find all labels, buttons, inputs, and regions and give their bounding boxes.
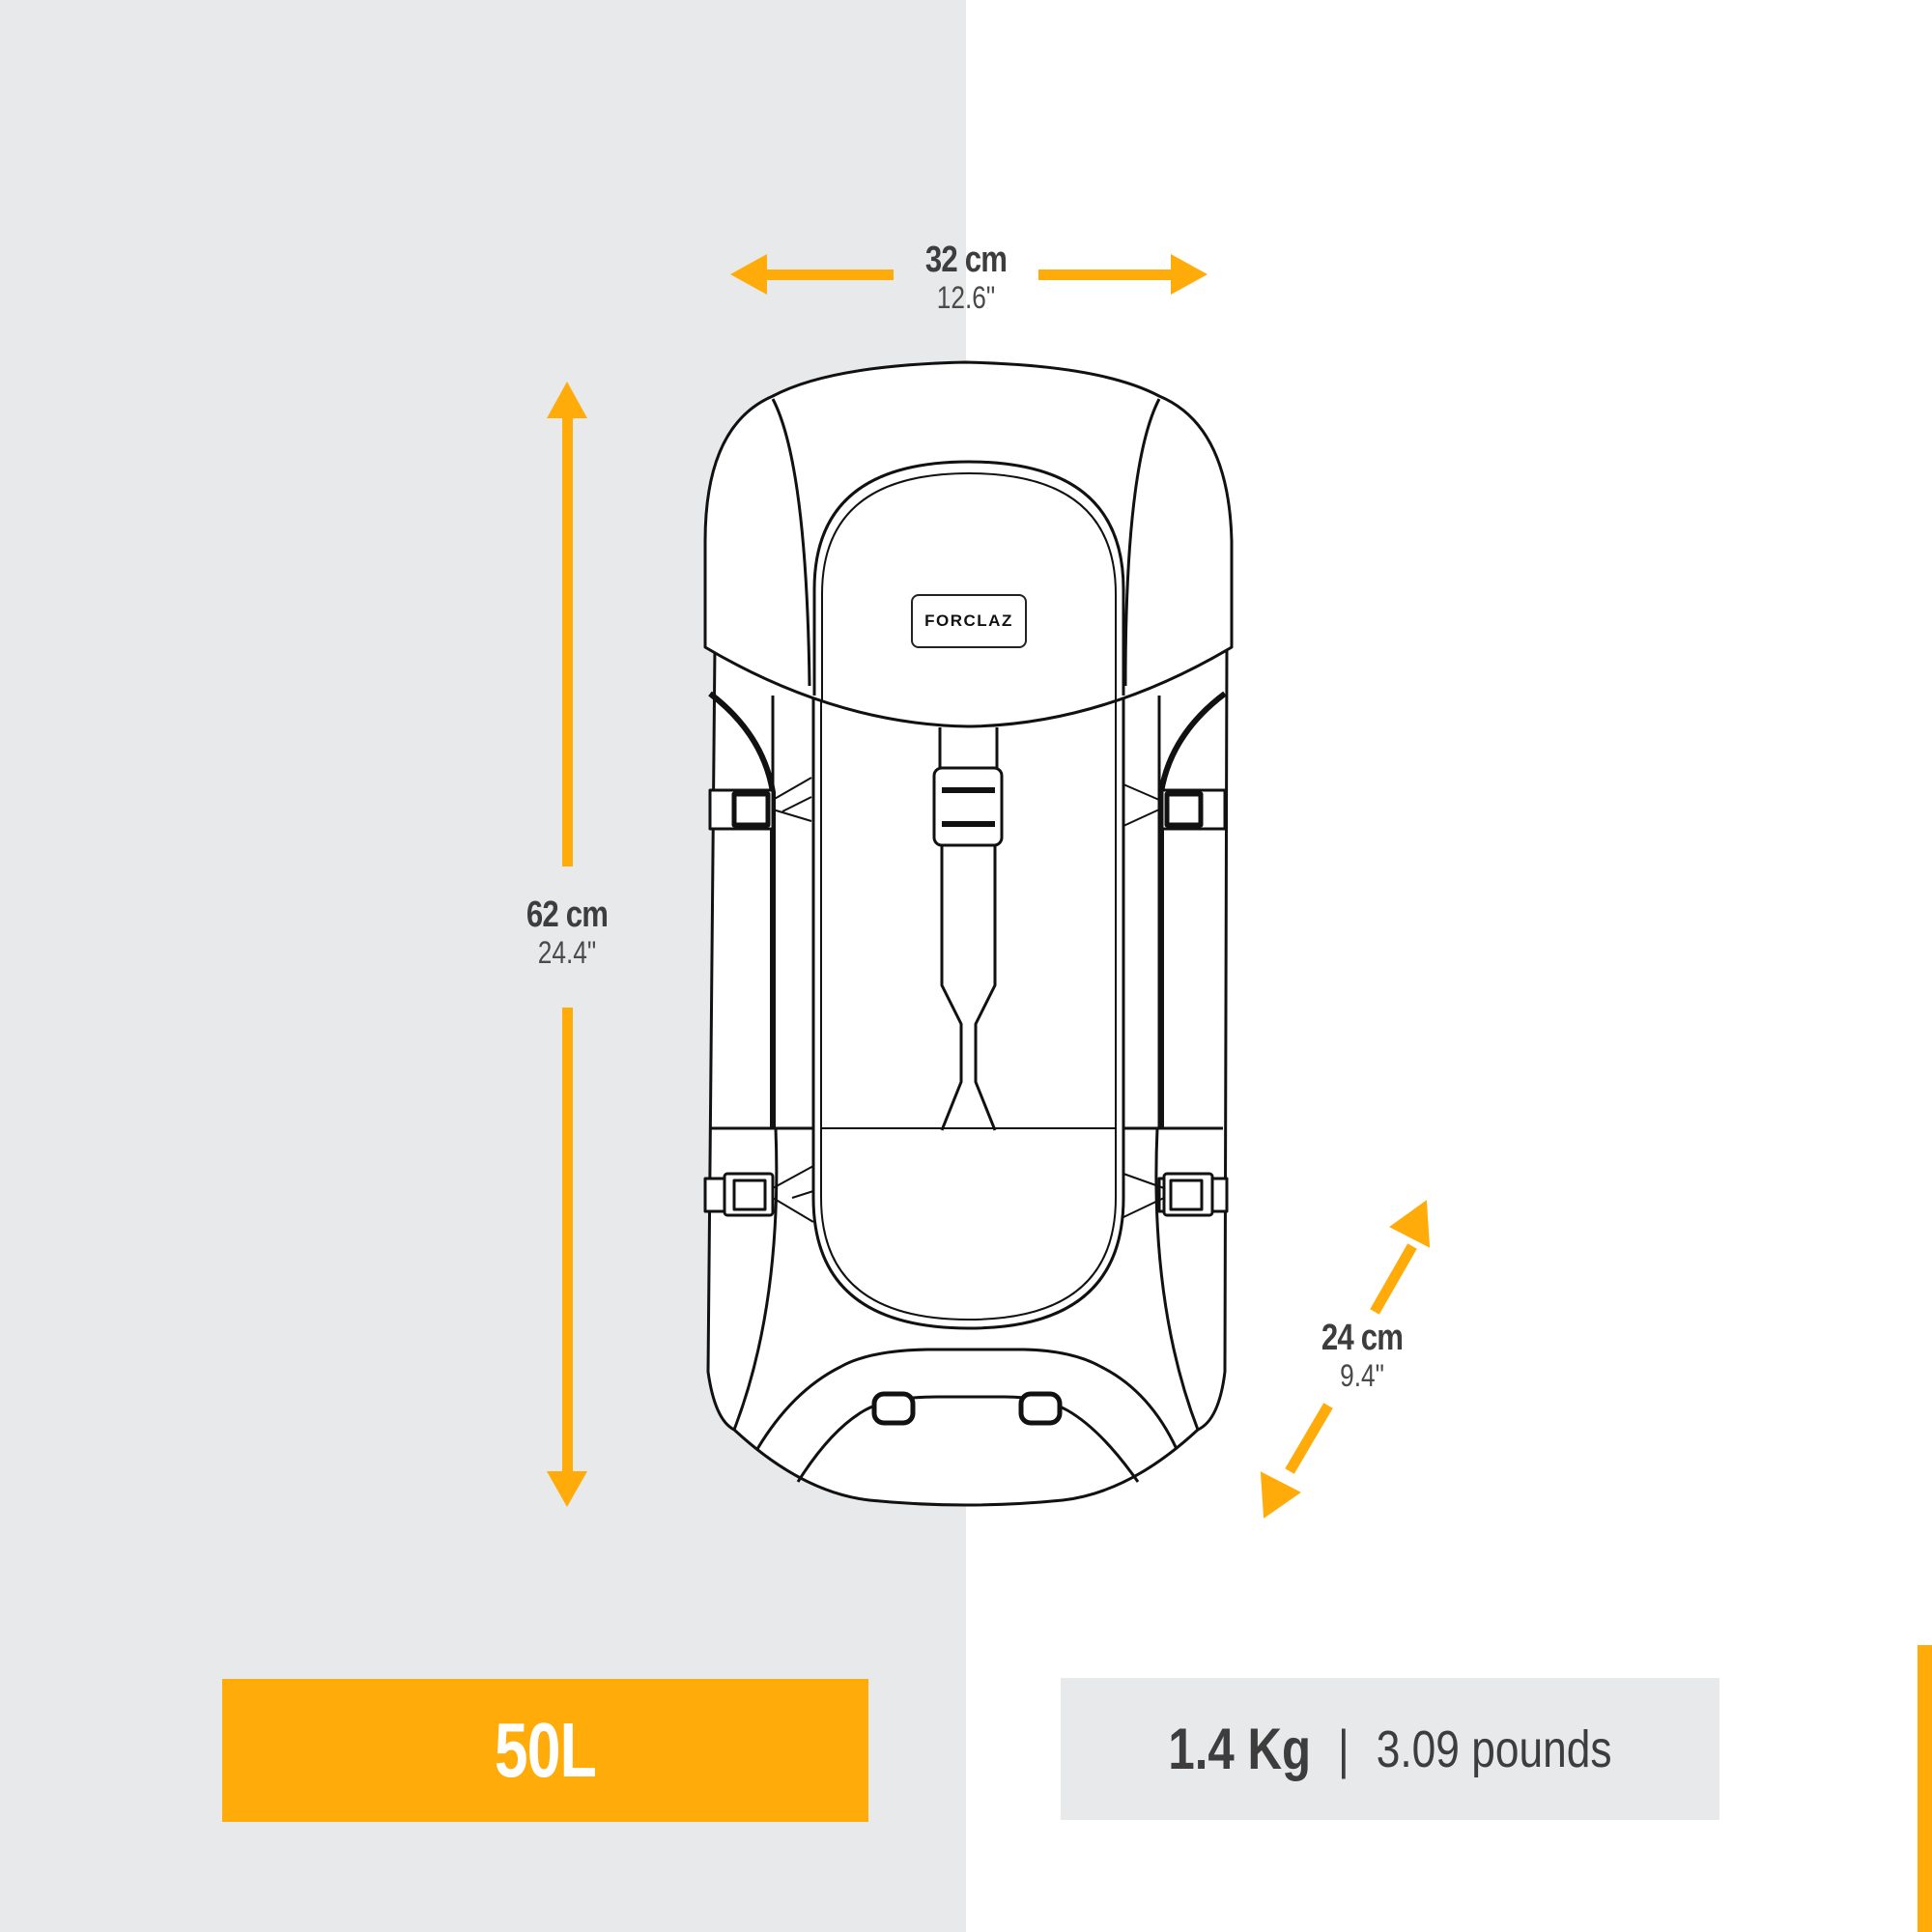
width-arrow-icon [730, 254, 1208, 295]
depth-imperial: 9.4" [1340, 1358, 1384, 1393]
accent-edge-strip [1918, 1645, 1932, 1932]
weight-separator: | [1337, 1719, 1350, 1779]
width-dimension-label: 32 cm 12.6" [869, 242, 1063, 313]
brand-logo-tag: FORCLAZ [911, 594, 1027, 648]
depth-dimension-label: 24 cm 9.4" [1265, 1320, 1459, 1391]
depth-arrow-icon [1260, 1200, 1431, 1519]
capacity-value: 50L [494, 1707, 597, 1793]
brand-label: FORCLAZ [924, 611, 1013, 630]
weight-badge: 1.4 Kg | 3.09 pounds [1061, 1678, 1719, 1820]
weight-imperial: 3.09 pounds [1376, 1719, 1612, 1778]
depth-metric: 24 cm [1321, 1318, 1404, 1358]
weight-metric: 1.4 Kg [1168, 1717, 1312, 1781]
height-dimension-label: 62 cm 24.4" [470, 896, 664, 968]
height-imperial: 24.4" [537, 935, 597, 970]
width-imperial: 12.6" [936, 280, 996, 315]
width-metric: 32 cm [924, 240, 1008, 280]
backpack-outline [703, 360, 1234, 1507]
height-arrow-icon [547, 382, 587, 1507]
capacity-badge: 50L [222, 1679, 868, 1822]
height-metric: 62 cm [526, 895, 609, 935]
